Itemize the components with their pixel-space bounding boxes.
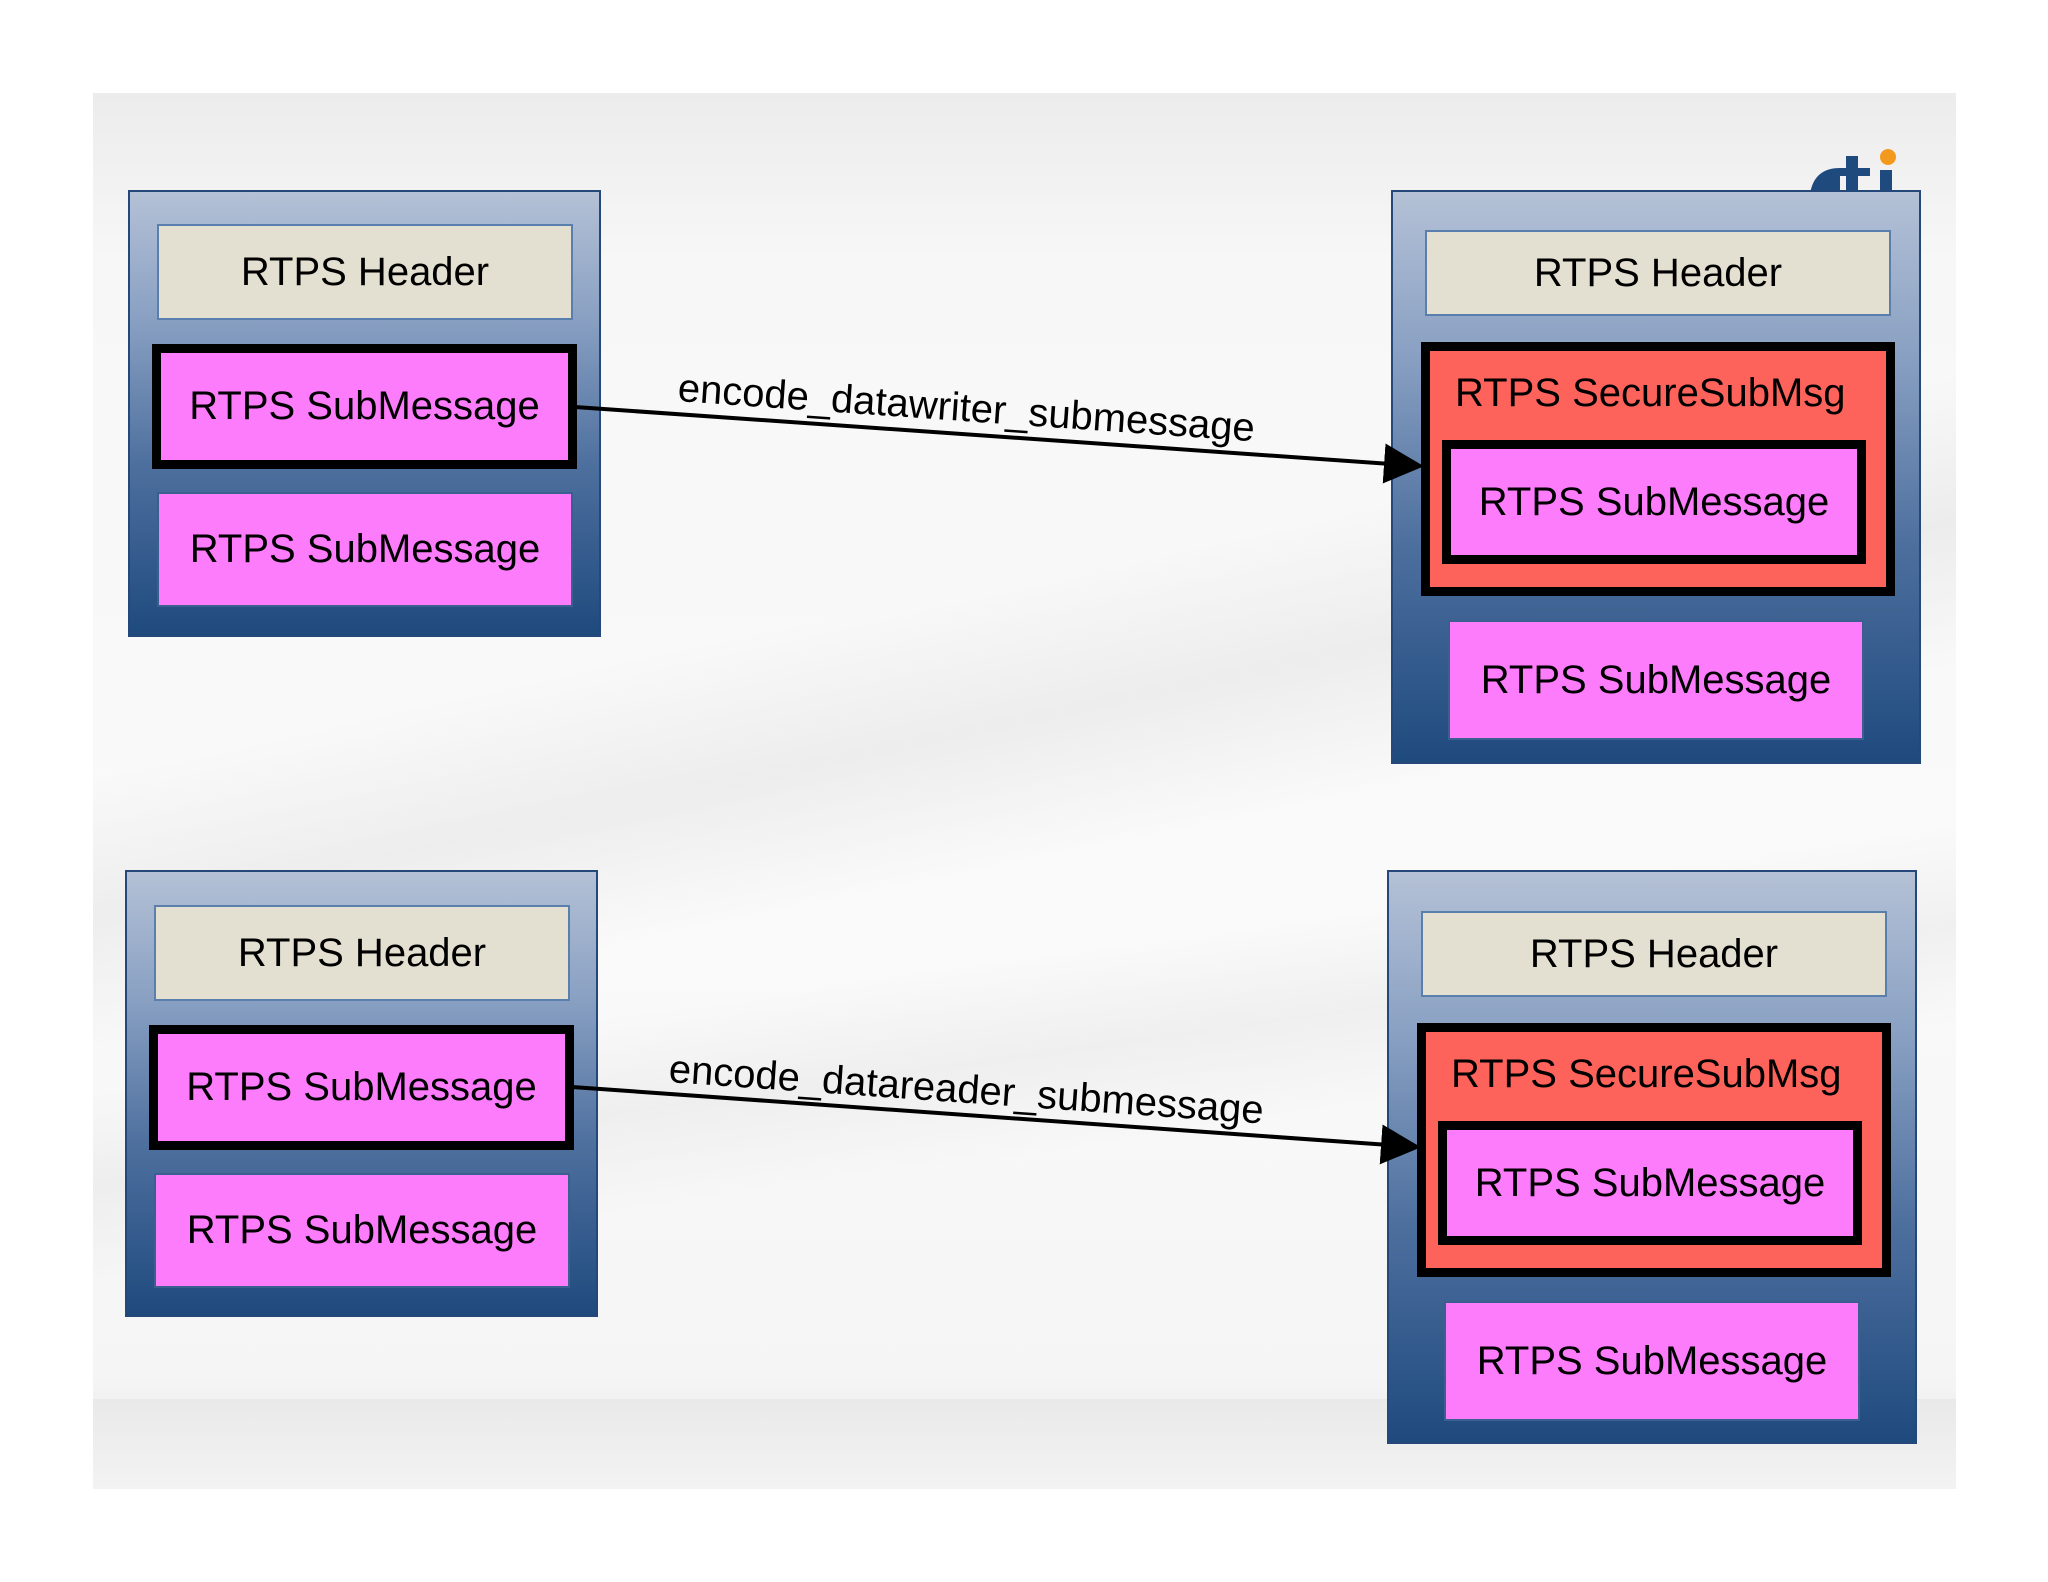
- rtps-submessage: RTPS SubMessage: [157, 492, 573, 607]
- rtps-secure-submsg: RTPS SecureSubMsg RTPS SubMessage: [1417, 1023, 1891, 1277]
- rtps-header: RTPS Header: [1425, 230, 1891, 316]
- secure-submsg-label: RTPS SecureSubMsg: [1455, 371, 1846, 415]
- rtps-submessage-selected: RTPS SubMessage: [152, 344, 577, 469]
- top-secured-packet: RTPS Header RTPS SecureSubMsg RTPS SubMe…: [1391, 190, 1921, 764]
- top-source-packet: RTPS Header RTPS SubMessage RTPS SubMess…: [128, 190, 601, 637]
- rtps-submessage: RTPS SubMessage: [1444, 1301, 1860, 1421]
- rtps-submessage: RTPS SubMessage: [154, 1173, 570, 1288]
- rtps-submessage-encapsulated: RTPS SubMessage: [1442, 440, 1866, 564]
- rtps-header: RTPS Header: [157, 224, 573, 320]
- bottom-source-packet: RTPS Header RTPS SubMessage RTPS SubMess…: [125, 870, 598, 1317]
- rtps-submessage-encapsulated: RTPS SubMessage: [1438, 1121, 1862, 1245]
- rtps-header: RTPS Header: [1421, 911, 1887, 997]
- top-encode-arrow: [574, 405, 1424, 484]
- bottom-encode-arrow: [571, 1085, 1421, 1165]
- secure-submsg-label: RTPS SecureSubMsg: [1451, 1052, 1842, 1096]
- rtps-submessage-selected: RTPS SubMessage: [149, 1025, 574, 1150]
- rti-logo: [1800, 148, 1900, 194]
- rtps-submessage: RTPS SubMessage: [1448, 620, 1864, 740]
- rtps-header: RTPS Header: [154, 905, 570, 1001]
- rtps-secure-submsg: RTPS SecureSubMsg RTPS SubMessage: [1421, 342, 1895, 596]
